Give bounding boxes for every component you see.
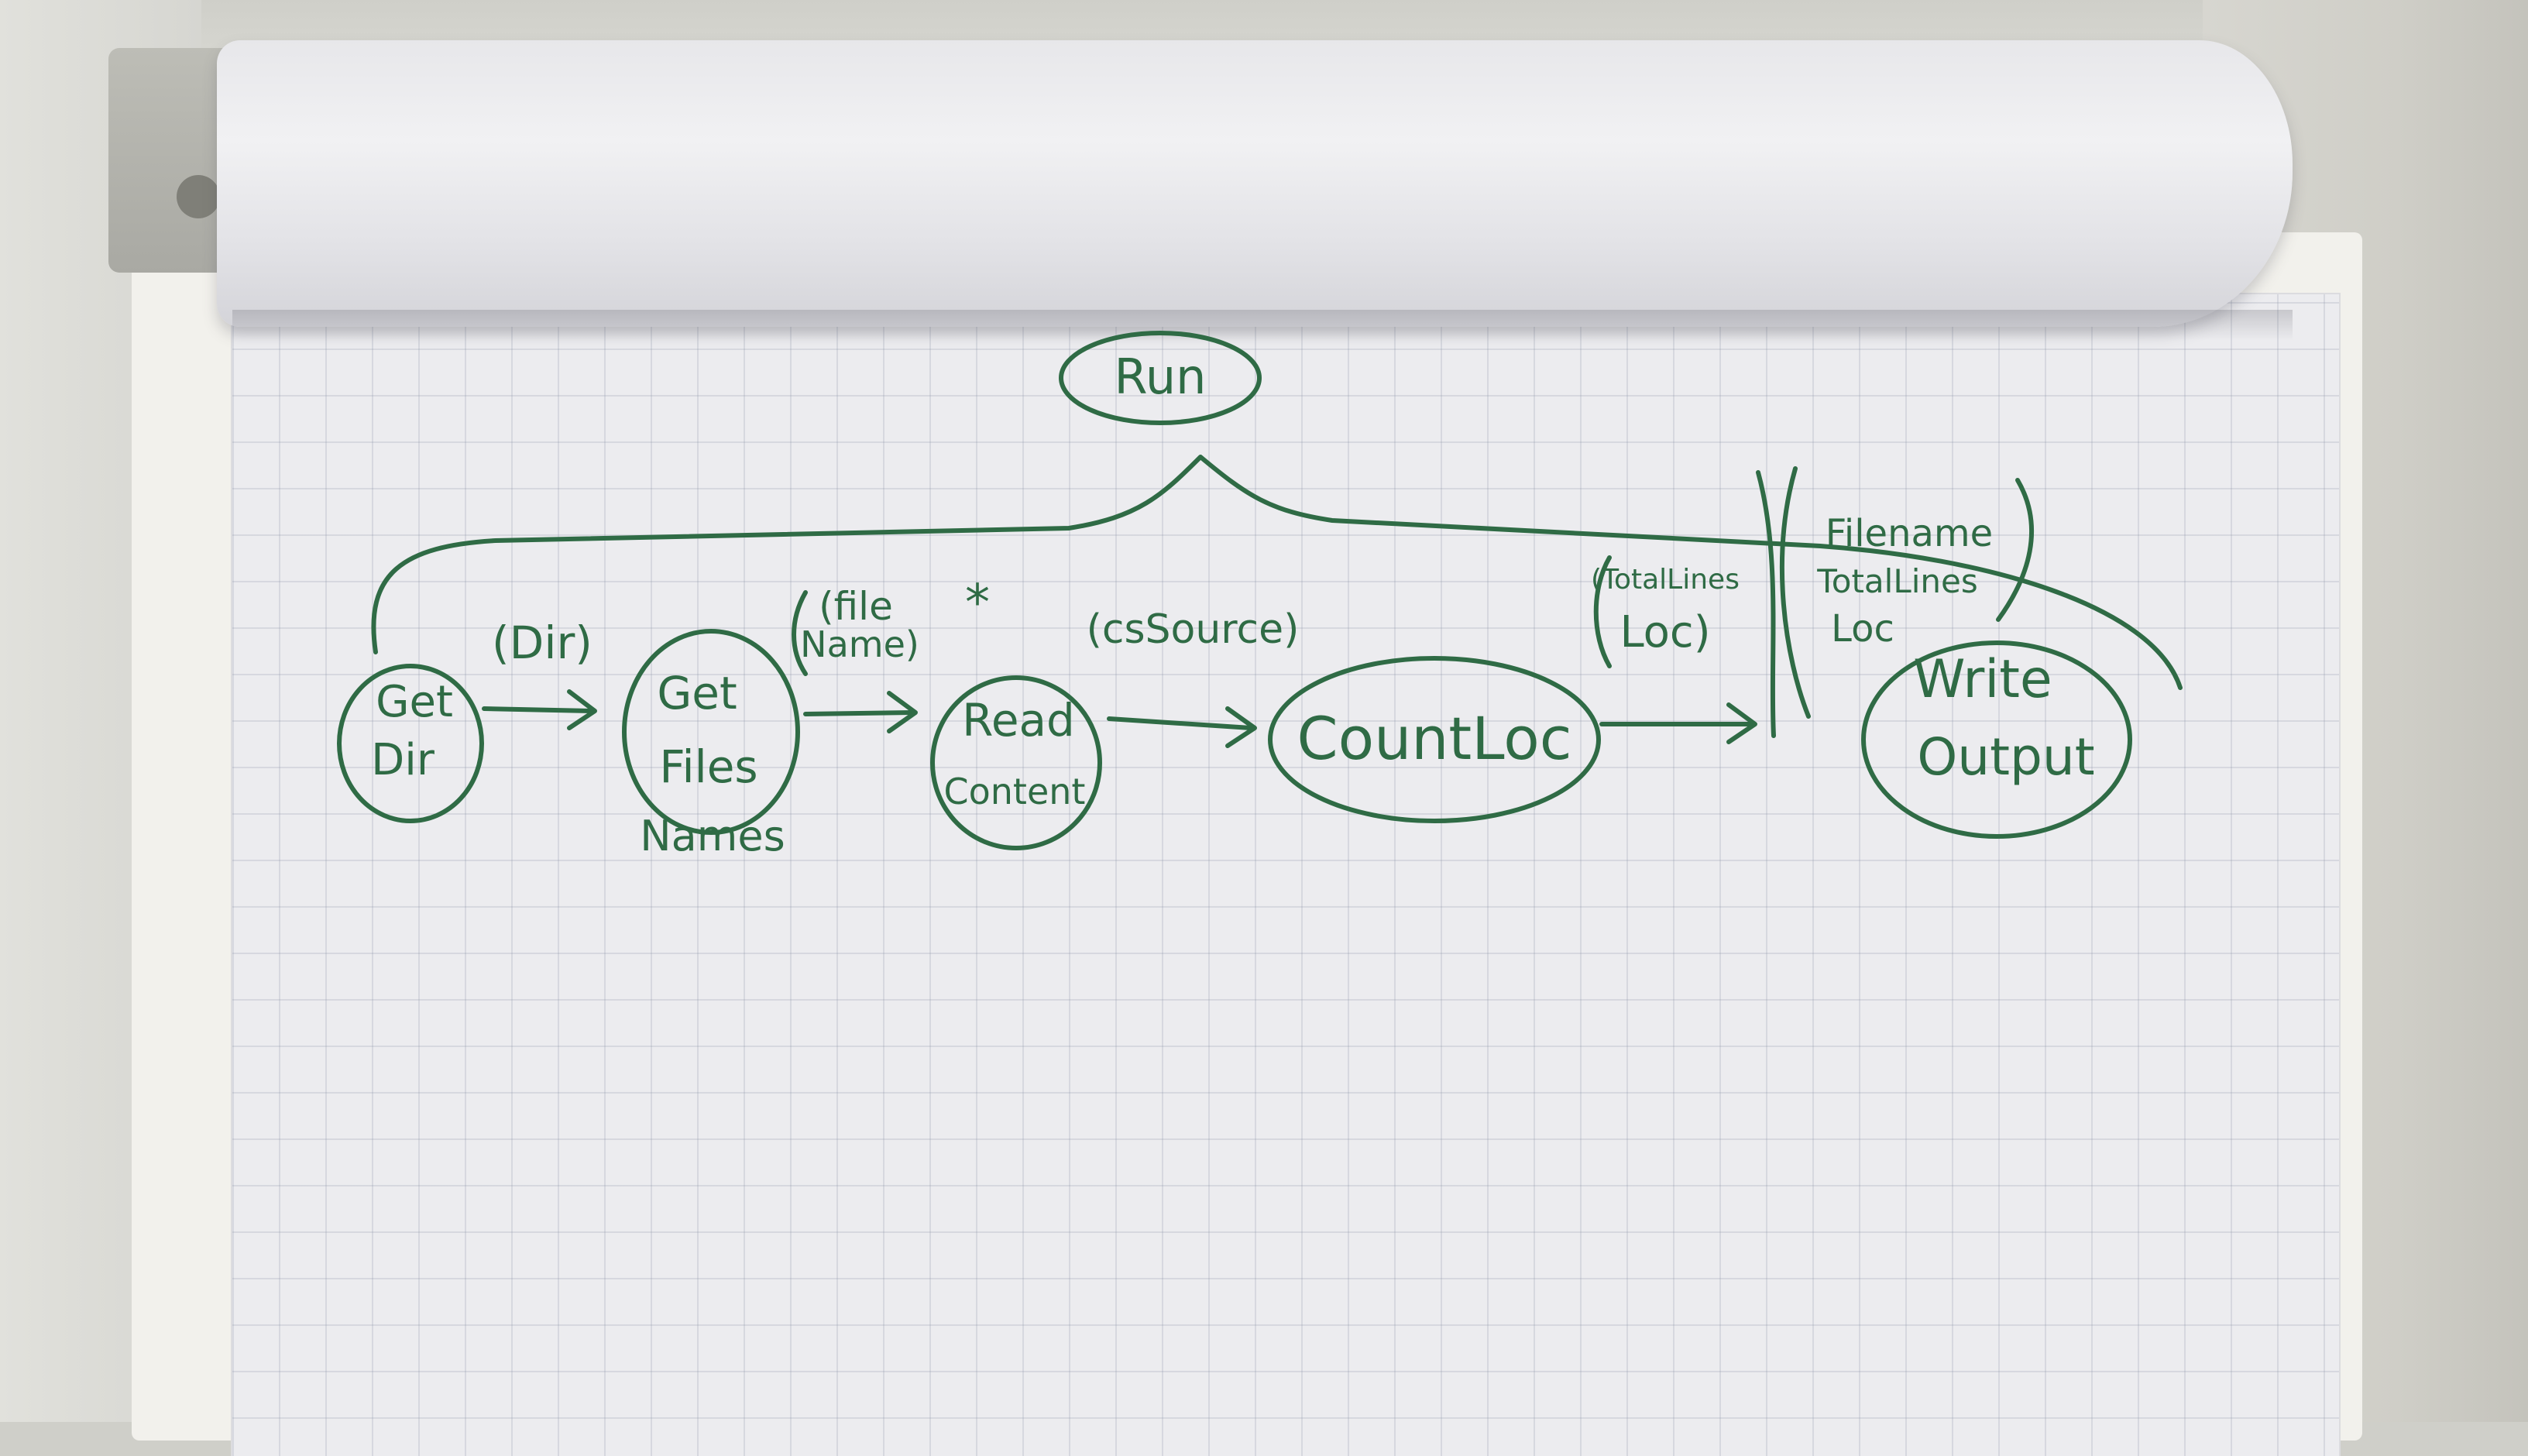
get-files-label-3: Names (640, 812, 785, 860)
arrow-filename (803, 710, 915, 716)
totallines-edge-label: (TotalLines Loc) (1591, 555, 1740, 668)
output-fields-label: Filename TotalLines Loc (1816, 478, 2034, 651)
get-dir-label-1: Get (376, 677, 453, 727)
countloc-label: CountLoc (1297, 704, 1572, 773)
write-output-label-1: Write (1913, 649, 2052, 710)
write-output-node: Write Output (1861, 640, 2132, 839)
rolled-paper (217, 40, 2293, 327)
totallines-label-1: (TotalLines (1591, 564, 1740, 596)
filename-edge-label: (file Name) * (792, 575, 990, 676)
get-files-node: Get Files Names (622, 629, 800, 860)
run-node: Run (1059, 331, 1262, 425)
output-field-totallines: TotalLines (1816, 562, 1978, 600)
arrow-cssource-head (1225, 706, 1257, 748)
read-content-node: Read Content (930, 675, 1102, 850)
write-output-label-2: Output (1917, 727, 2094, 787)
cssource-edge-label: (csSource) (1087, 606, 1300, 653)
clamp-knob-icon (177, 175, 220, 218)
split-line-left (1756, 470, 1776, 738)
get-dir-node: Get Dir (337, 664, 484, 823)
arrow-cssource (1107, 716, 1253, 730)
totallines-label-2: Loc) (1620, 607, 1710, 658)
filename-label-2: Name) (800, 623, 919, 665)
output-field-loc: Loc (1831, 607, 1894, 651)
filename-star: * (965, 575, 990, 632)
get-files-label-1: Get (657, 667, 737, 719)
read-content-label-2: Content (944, 771, 1086, 812)
run-label: Run (1115, 349, 1207, 405)
arrow-dir (482, 706, 595, 713)
roll-shadow (232, 310, 2293, 341)
dir-edge-label: (Dir) (492, 616, 592, 669)
read-content-label-1: Read (962, 694, 1075, 747)
output-field-filename: Filename (1826, 512, 1993, 555)
run-brace (371, 455, 2183, 690)
split-line-right (1779, 466, 1811, 719)
flow-diagram: Run Get Dir (Dir) Get Files Names (file … (337, 331, 2183, 860)
arrow-totallines-head (1726, 702, 1757, 744)
flipchart-paper (232, 294, 2339, 1456)
filename-label-1: (file (819, 584, 893, 629)
countloc-node: CountLoc (1268, 656, 1601, 823)
arrow-dir-head (567, 689, 597, 730)
get-dir-label-2: Dir (371, 735, 435, 785)
arrow-filename-head (887, 691, 918, 733)
get-files-label-2: Files (659, 740, 757, 793)
